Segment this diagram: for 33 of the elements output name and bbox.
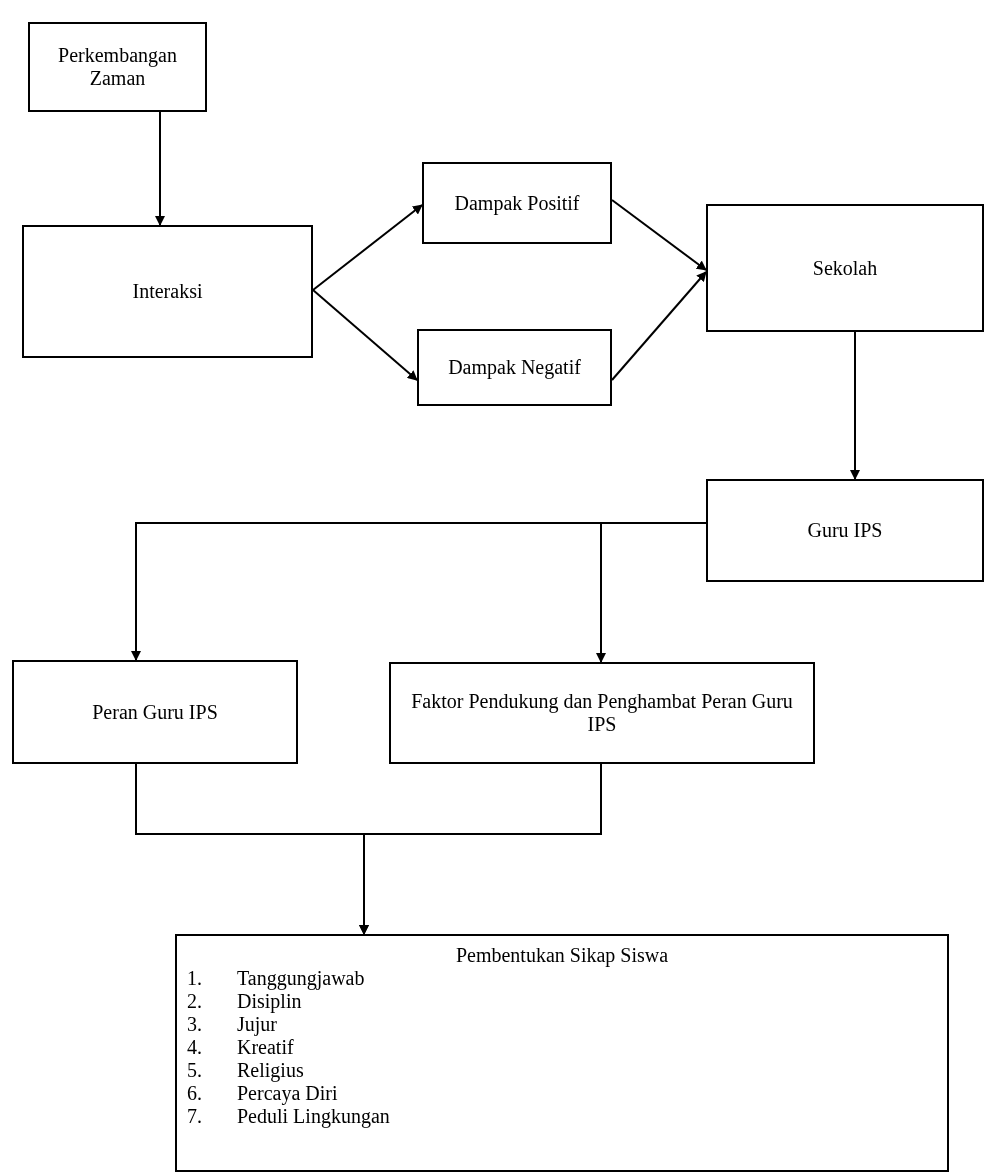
list-item: 7. Peduli Lingkungan [187, 1105, 391, 1128]
list-item: 6. Percaya Diri [187, 1082, 339, 1105]
node-label: Dampak Negatif [448, 356, 581, 379]
process-box [417, 329, 612, 406]
arrow [850, 331, 860, 480]
process-box [706, 479, 984, 582]
arrow [312, 289, 418, 381]
arrow [155, 111, 165, 226]
list-item: 3. Jujur [187, 1013, 278, 1036]
list-item: 2. Disiplin [187, 990, 303, 1013]
node-label: Guru IPS [807, 519, 883, 542]
node-label: Sekolah [812, 256, 878, 280]
process-box [28, 22, 207, 112]
list-heading: Pembentukan Sikap Siswa [455, 944, 669, 967]
node-label: Perkembangan Zaman [57, 44, 178, 90]
process-box [389, 662, 815, 764]
arrow [312, 204, 423, 291]
process-box [22, 225, 313, 358]
arrow [611, 271, 707, 381]
arrow [596, 522, 707, 663]
process-box [12, 660, 298, 764]
list-item: 5. Religius [187, 1059, 305, 1082]
node-label: Dampak Positif [454, 191, 580, 215]
node-label: Faktor Pendukung dan Penghambat Peran Guru IPS [410, 690, 794, 736]
list-box [175, 934, 949, 1172]
arrow [359, 763, 602, 935]
process-box [706, 204, 984, 332]
node-label: Interaksi [132, 280, 203, 303]
node-label: Peran Guru IPS [92, 700, 218, 724]
list-item: 4. Kreatif [187, 1036, 295, 1059]
list-item: 1. Tanggungjawab [187, 967, 366, 990]
process-box [422, 162, 612, 244]
arrow [611, 199, 707, 271]
